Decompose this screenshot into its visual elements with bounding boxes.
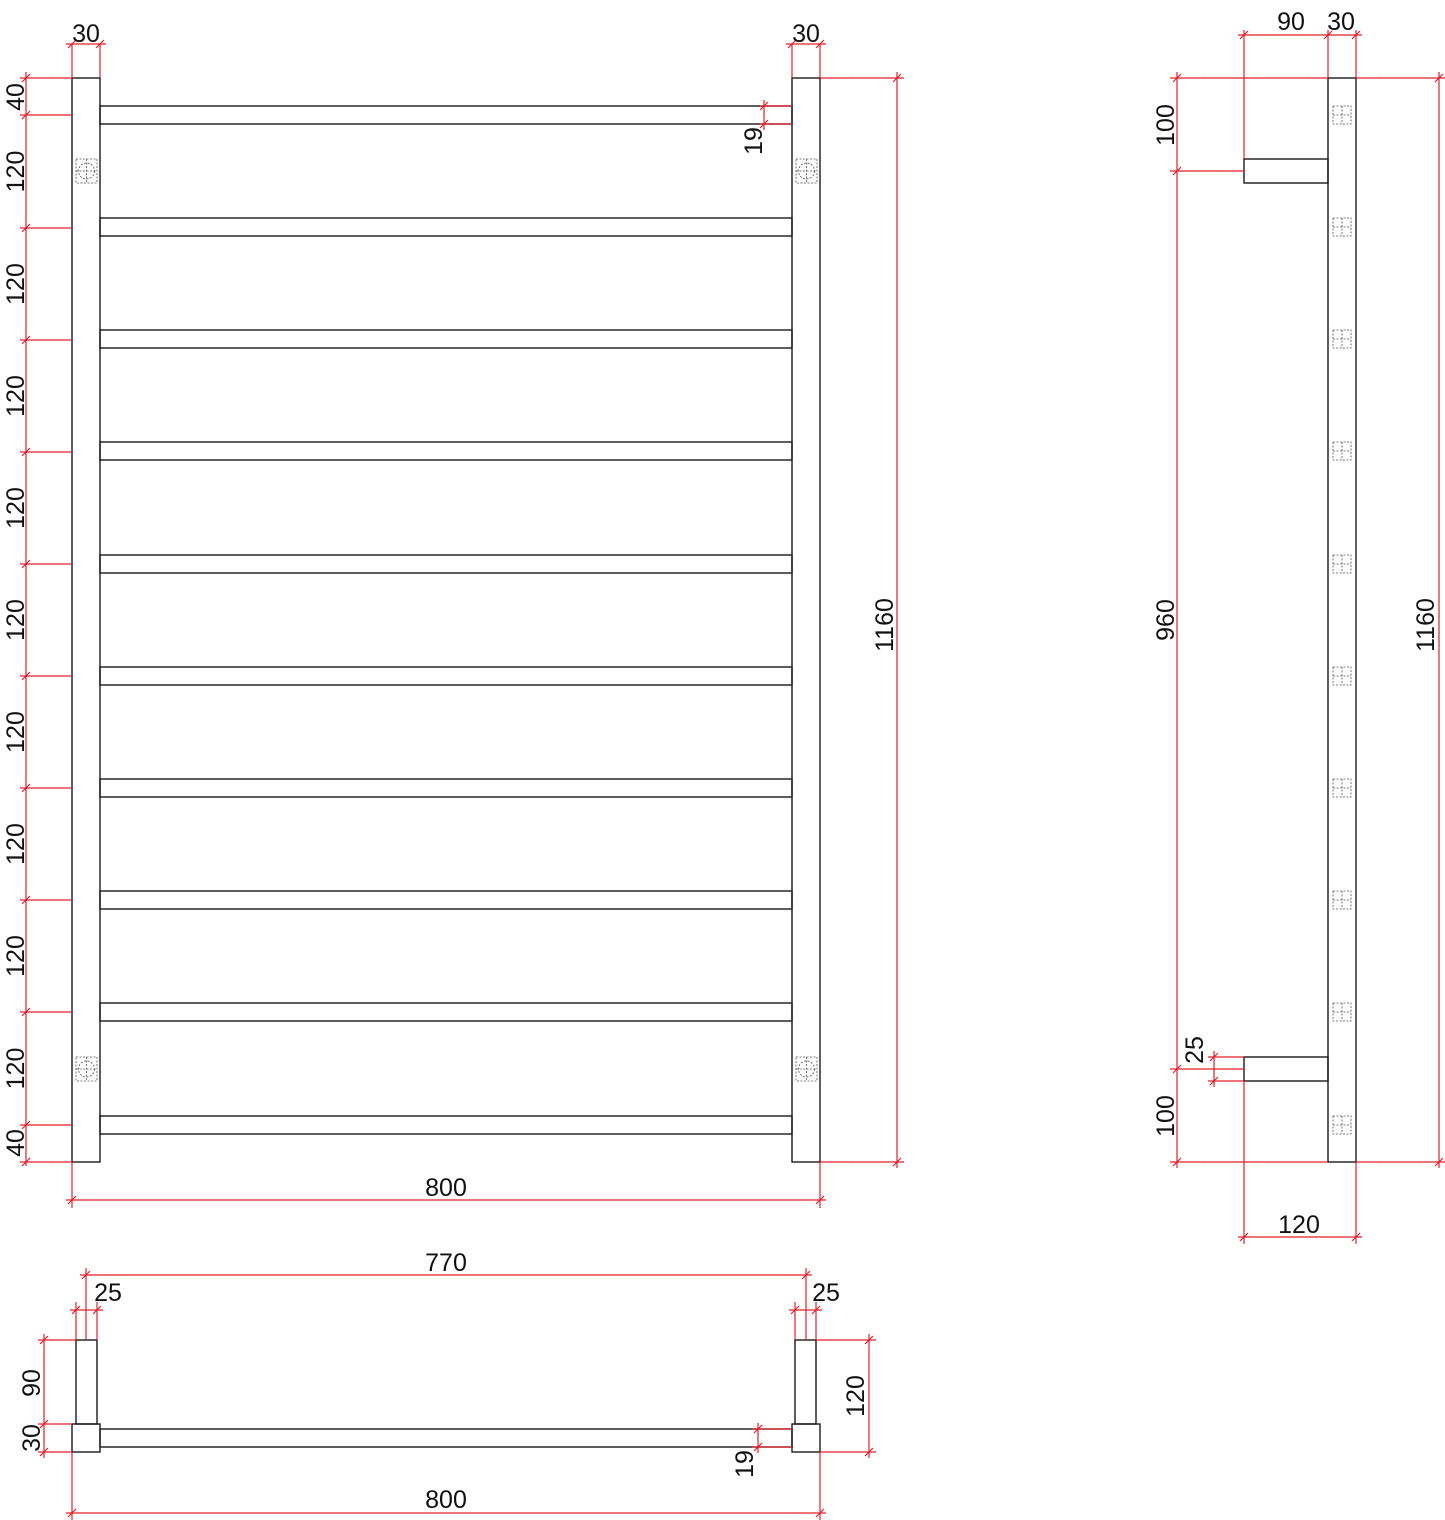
rail-bar-2: [99, 217, 793, 237]
rail-end-9: [1332, 1002, 1352, 1022]
dim-label-rail-spacing: 120: [2, 151, 30, 193]
mount-bracket-top-left: [75, 158, 98, 184]
side-view: 90 30 100 960 100 25 1160: [1152, 8, 1445, 1244]
dim-front-height: 1160: [820, 72, 904, 1168]
dim-label-rail-spacing: 120: [2, 375, 30, 417]
dim-label: 30: [1327, 8, 1355, 36]
rail-end-7: [1332, 778, 1352, 798]
dim-label: 800: [425, 1174, 467, 1202]
rail-bar-3: [99, 329, 793, 349]
dim-label-rail-spacing: 120: [2, 487, 30, 529]
dim-top-width: 800: [66, 1452, 826, 1520]
side-bracket-top: [1243, 158, 1329, 184]
right-post: [791, 77, 821, 1163]
dim-label: 960: [1152, 599, 1180, 641]
dim-front-bar-thickness: 19: [740, 100, 792, 155]
top-right-post: [791, 1423, 821, 1453]
rail-end-5: [1332, 554, 1352, 574]
rail-bar-7: [99, 778, 793, 798]
top-left-bracket: [75, 1339, 98, 1425]
dim-label-top-offset: 40: [2, 83, 30, 111]
dim-label-rail-spacing: 120: [2, 263, 30, 305]
rail-end-6: [1332, 666, 1352, 686]
dim-front-width: 800: [66, 1162, 826, 1208]
dim-label: 120: [1278, 1211, 1320, 1239]
dim-top-post-right: 25: [789, 1279, 840, 1340]
dim-label: 25: [1181, 1036, 1209, 1064]
mount-bracket-bottom-right: [795, 1056, 818, 1082]
dim-side-depth: 120: [1238, 1081, 1362, 1244]
dim-label: 100: [1152, 104, 1180, 146]
dim-label-rail-spacing: 120: [2, 823, 30, 865]
rail-end-4: [1332, 441, 1352, 461]
rail-ends-group: [1332, 105, 1352, 1135]
rail-bar-6: [99, 666, 793, 686]
dim-side-bracket-height: 25: [1181, 1036, 1244, 1087]
rail-end-3: [1332, 329, 1352, 349]
front-view: 30 30 40 120 120 120 120 120 120 120 120 120 40 …: [2, 20, 904, 1208]
dim-side-height: 1160: [1356, 72, 1445, 1168]
rail-bar-4: [99, 441, 793, 461]
rail-end-10: [1332, 1115, 1352, 1135]
dim-top-left-depth: 90 30: [18, 1334, 76, 1458]
dim-side-left-chain: 100 960 100: [1152, 72, 1328, 1168]
rail-bar-10: [99, 1115, 793, 1135]
top-left-post: [71, 1423, 101, 1453]
mount-bracket-top-right: [795, 158, 818, 184]
dim-top-right-depth: 120: [816, 1334, 876, 1458]
dim-label-bottom-offset: 40: [2, 1129, 30, 1157]
top-rail: [99, 1428, 793, 1448]
top-view: 770 25 25 90 30: [18, 1249, 876, 1520]
dim-label: 100: [1152, 1095, 1180, 1137]
dim-top-post-left: 25: [70, 1279, 122, 1340]
rail-end-8: [1332, 890, 1352, 910]
dim-front-left-chain: 40 120 120 120 120 120 120 120 120 120 40: [2, 72, 72, 1167]
rail-bar-8: [99, 890, 793, 910]
dim-label: 25: [812, 1279, 840, 1307]
top-right-bracket: [794, 1339, 817, 1425]
dim-side-standoff: 90 30: [1238, 8, 1362, 159]
dim-label-rail-spacing: 120: [2, 935, 30, 977]
rail-end-1: [1332, 105, 1352, 125]
left-post: [71, 77, 101, 1163]
dim-label-rail-spacing: 120: [2, 1048, 30, 1090]
dim-label: 19: [740, 127, 768, 155]
rails-group: [99, 105, 793, 1135]
rail-bar-5: [99, 554, 793, 574]
dim-label: 25: [94, 1279, 122, 1307]
dim-top-bar-thickness: 19: [731, 1423, 792, 1478]
dim-label: 30: [18, 1424, 46, 1452]
rail-end-2: [1332, 217, 1352, 237]
dim-label: 90: [1277, 8, 1305, 36]
dim-front-post-right: 30: [786, 20, 826, 78]
dim-label: 30: [792, 20, 820, 48]
mount-bracket-bottom-left: [75, 1056, 98, 1082]
dim-label: 30: [72, 20, 100, 48]
dim-label-rail-spacing: 120: [2, 599, 30, 641]
rail-bar-9: [99, 1002, 793, 1022]
side-bracket-bottom: [1243, 1056, 1329, 1082]
side-post: [1327, 77, 1357, 1163]
dim-label: 770: [425, 1249, 467, 1277]
dim-label: 120: [842, 1375, 870, 1417]
rail-bar-1: [99, 105, 793, 125]
dim-label: 800: [425, 1486, 467, 1514]
dim-label: 1160: [1412, 598, 1440, 652]
dim-label: 90: [18, 1369, 46, 1397]
dim-label: 19: [731, 1450, 759, 1478]
dim-label: 1160: [871, 598, 899, 652]
dim-label-rail-spacing: 120: [2, 711, 30, 753]
dim-front-post-left: 30: [66, 20, 106, 78]
dim-top-inner-span: 770: [80, 1249, 812, 1340]
